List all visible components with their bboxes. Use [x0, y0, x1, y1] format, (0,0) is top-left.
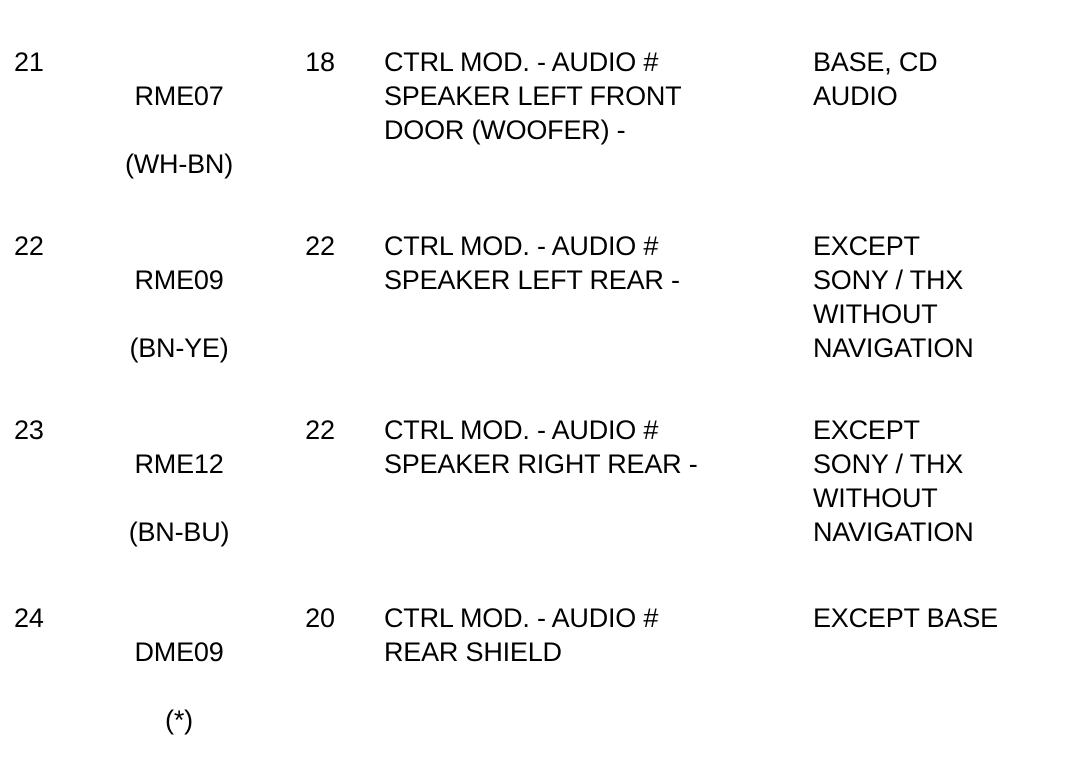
- cell-description: CTRL MOD. - AUDIO # REAR SHIELD: [384, 603, 659, 667]
- cell-description: CTRL MOD. - AUDIO # SPEAKER LEFT REAR -: [384, 231, 680, 295]
- circuit-code-main: RME12: [134, 449, 224, 479]
- table-row: 23 RME12 (BN-BU) 22 CTRL MOD. - AUDIO # …: [0, 399, 1078, 583]
- cell-item-number: 21: [14, 47, 44, 77]
- table-row: 24 DME09 (*) 20 CTRL MOD. - AUDIO # REAR…: [0, 583, 1078, 771]
- cell-applicability-note: BASE, CD AUDIO: [813, 47, 938, 111]
- cell-applicability-note: EXCEPT SONY / THX WITHOUT NAVIGATION: [813, 231, 974, 363]
- circuit-code-main: RME07: [134, 81, 224, 111]
- cell-item-number: 24: [14, 603, 44, 633]
- circuit-color-code: (*): [165, 705, 193, 735]
- circuit-color-code: (WH-BN): [124, 149, 234, 179]
- document-page: 21 RME07 (WH-BN) 18 CTRL MOD. - AUDIO # …: [14, 47, 999, 735]
- cell-wire-gauge: 22: [305, 415, 335, 445]
- cell-item-number: 23: [14, 415, 44, 445]
- cell-applicability-note: EXCEPT BASE: [813, 603, 998, 633]
- cell-wire-gauge: 22: [305, 231, 335, 261]
- cell-applicability-note: EXCEPT SONY / THX WITHOUT NAVIGATION: [813, 415, 974, 547]
- circuit-code-main: RME09: [134, 265, 224, 295]
- circuit-code-main: DME09: [134, 637, 224, 667]
- cell-item-number: 22: [14, 231, 44, 261]
- circuit-color-code: (BN-BU): [128, 517, 230, 547]
- cell-circuit-code: RME07 (WH-BN): [95, 30, 263, 215]
- wiring-table-body: 21 RME07 (WH-BN) 18 CTRL MOD. - AUDIO # …: [0, 30, 1078, 771]
- cell-wire-gauge: 18: [305, 47, 335, 77]
- table-row: 21 RME07 (WH-BN) 18 CTRL MOD. - AUDIO # …: [0, 30, 1078, 215]
- circuit-color-code: (BN-YE): [129, 333, 229, 363]
- cell-wire-gauge: 20: [305, 603, 335, 633]
- table-row: 22 RME09 (BN-YE) 22 CTRL MOD. - AUDIO # …: [0, 215, 1078, 399]
- cell-circuit-code: RME09 (BN-YE): [95, 215, 263, 399]
- cell-circuit-code: DME09 (*): [95, 583, 263, 771]
- cell-description: CTRL MOD. - AUDIO # SPEAKER RIGHT REAR -: [384, 415, 698, 479]
- cell-circuit-code: RME12 (BN-BU): [95, 399, 263, 583]
- cell-description: CTRL MOD. - AUDIO # SPEAKER LEFT FRONT D…: [384, 47, 682, 145]
- wiring-table: 21 RME07 (WH-BN) 18 CTRL MOD. - AUDIO # …: [0, 30, 1078, 771]
